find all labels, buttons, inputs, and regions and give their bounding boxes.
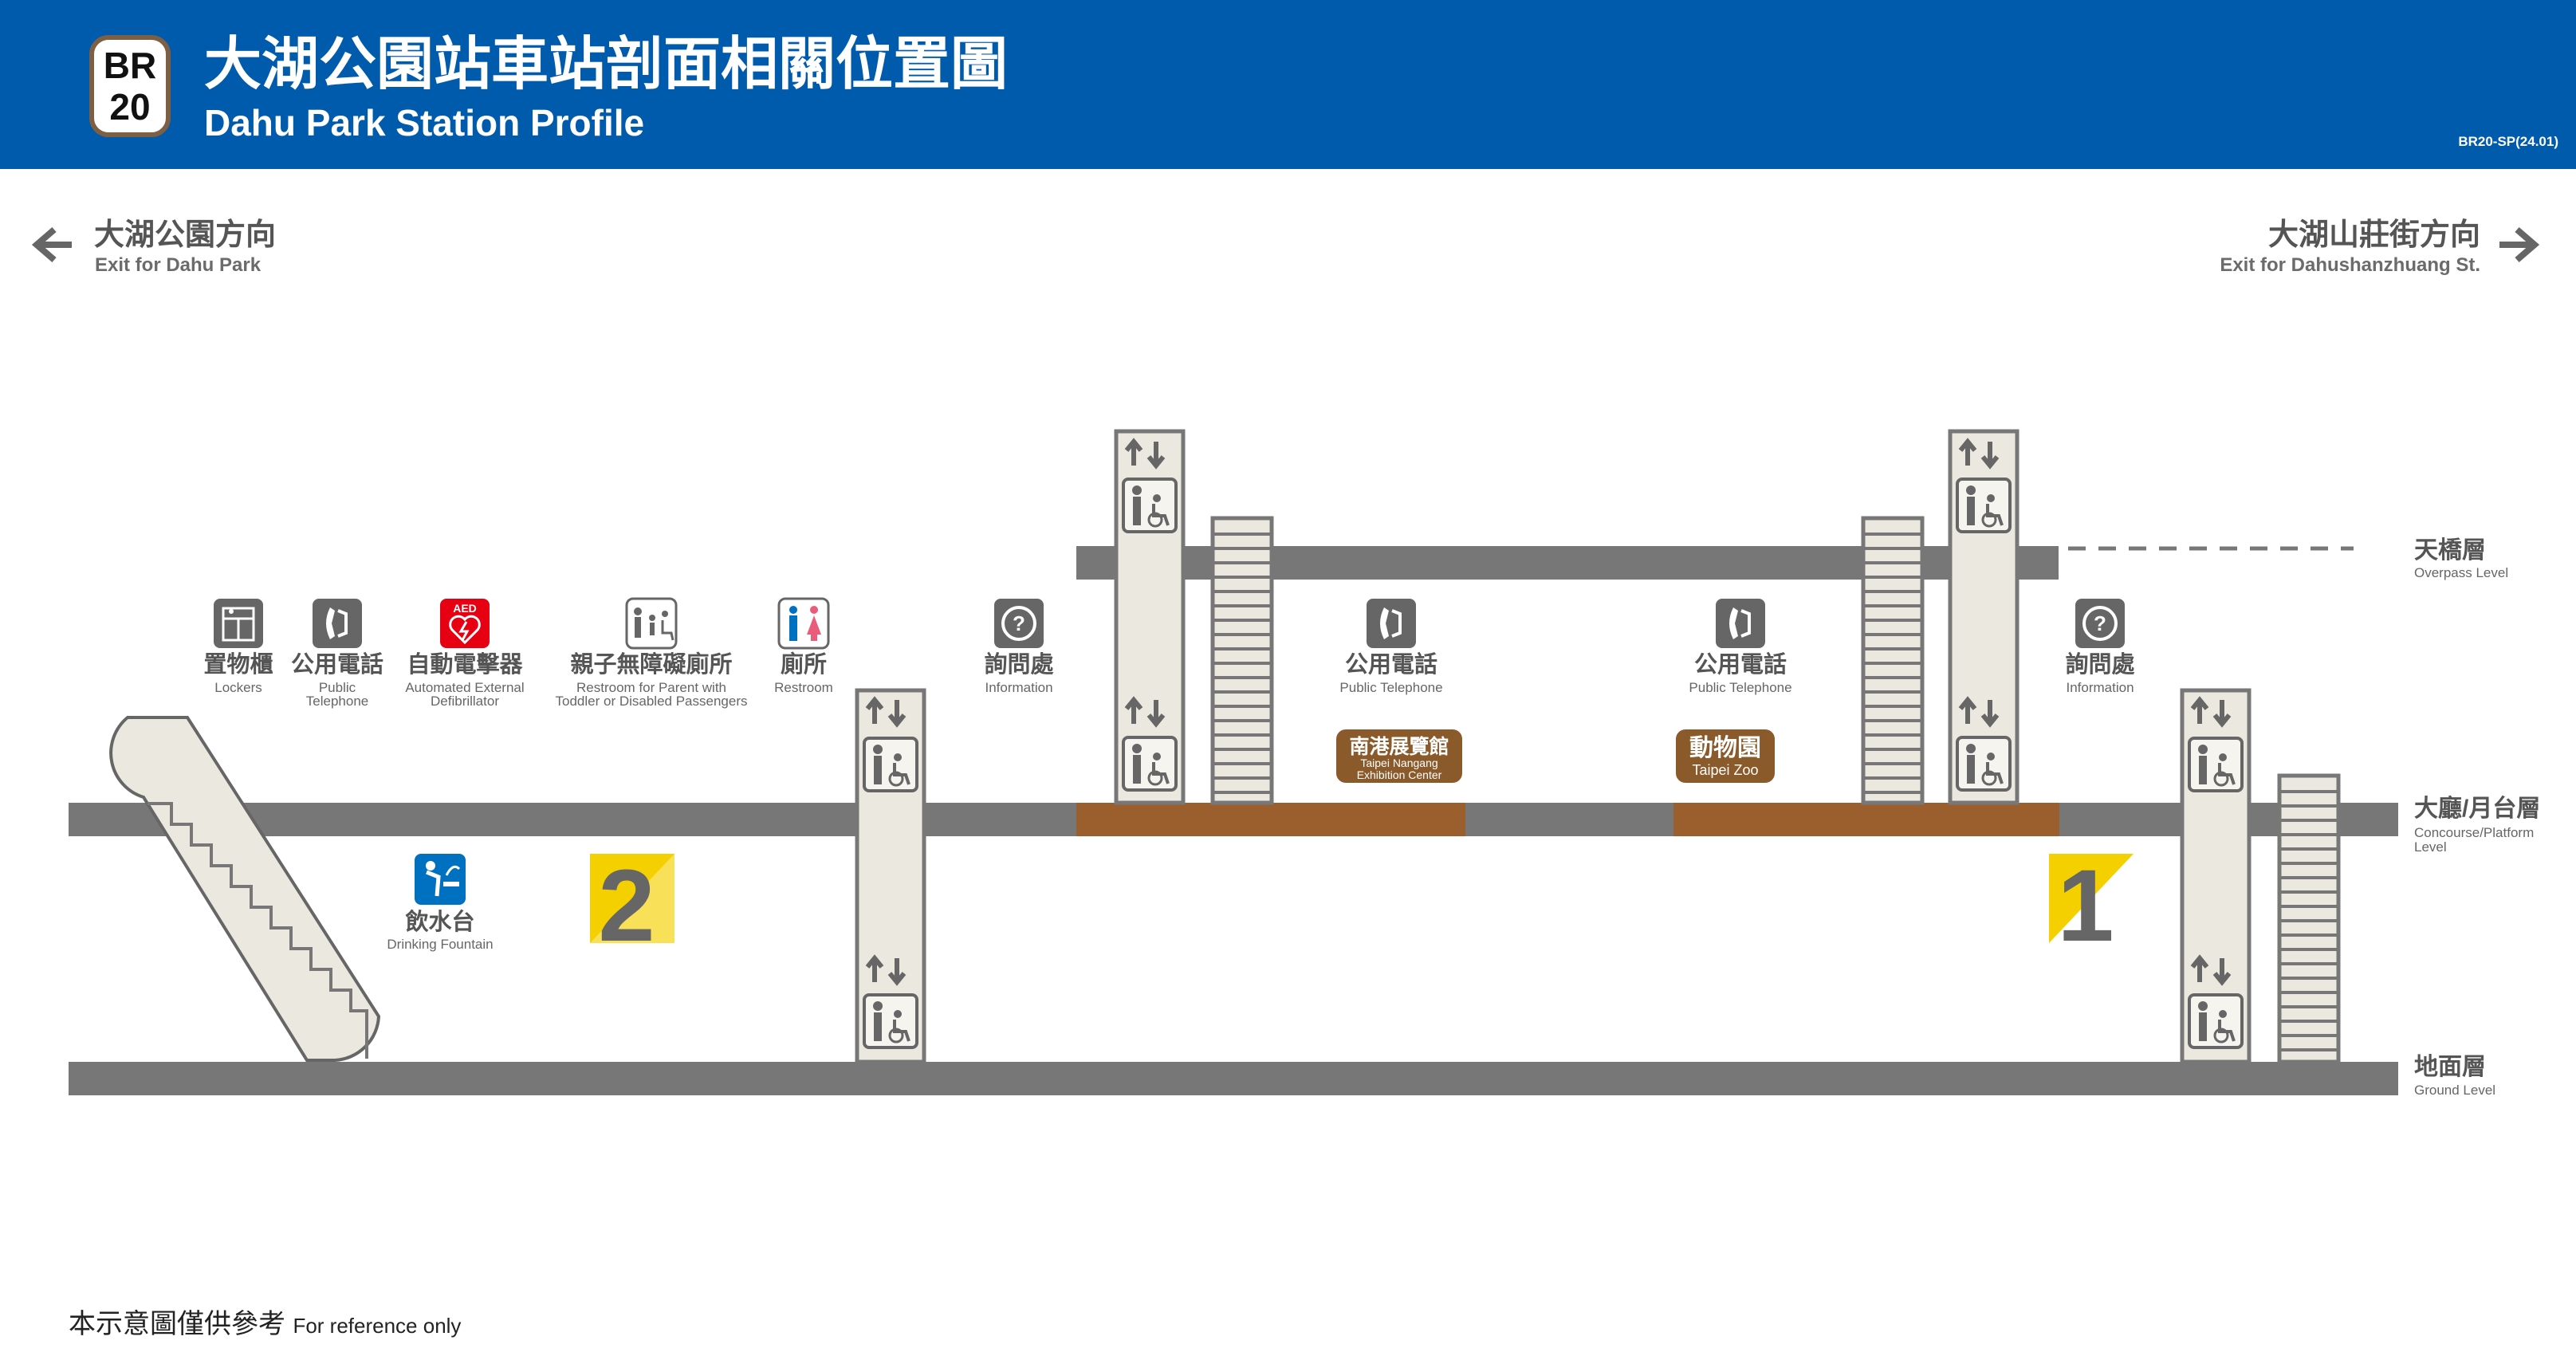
destination-badge-zoo: 動物園 Taipei Zoo: [1676, 729, 1775, 783]
elevator-shaft-c: [1948, 429, 2020, 805]
level-concourse-label: 大廳/月台層: [2414, 796, 2541, 822]
destination-zoo-zh: 動物園: [1689, 735, 1761, 761]
reference-note: 本示意圖僅供參考 For reference only: [69, 1302, 461, 1341]
level-overpass-label: 天橋層: [2414, 537, 2486, 564]
aed-icon-text: AED: [453, 602, 477, 615]
phone-platform-2-sublabel: Public Telephone: [1339, 680, 1443, 695]
elevator-shaft-b: [1114, 429, 1186, 805]
svg-text:?: ?: [2094, 611, 2106, 635]
escalator-left: [109, 716, 381, 1062]
level-overpass-sublabel: Overpass Level: [2414, 565, 2509, 580]
fountain-sublabel: Drinking Fountain: [387, 937, 494, 952]
station-code-badge: BR 20: [89, 35, 171, 137]
destination-nangang-zh: 南港展覽館: [1349, 735, 1449, 758]
telephone-icon: [313, 599, 362, 648]
svg-text:?: ?: [1013, 611, 1025, 635]
phone-platform-1-label: 公用電話: [1693, 652, 1787, 678]
platform-1-number: 1: [2057, 849, 2114, 963]
phone-platform-2-label: 公用電話: [1344, 652, 1438, 678]
stair-b: [1210, 516, 1274, 805]
lockers-sublabel: Lockers: [214, 680, 262, 695]
destination-zoo-en: Taipei Zoo: [1692, 762, 1758, 778]
direction-left-sublabel: Exit for Dahu Park: [95, 254, 262, 276]
ground-slab: [69, 1062, 2398, 1095]
platform-1-badge: 1: [2049, 849, 2134, 963]
restroom-label: 廁所: [780, 652, 828, 678]
elevator-shaft-a: [855, 688, 926, 1064]
information-icon-right: ?: [2075, 599, 2125, 648]
telephone-icon-platform-1: [1716, 599, 1765, 648]
aed-label: 自動電擊器: [407, 652, 523, 678]
page-title: 大湖公園站車站剖面相關位置圖: [204, 33, 1009, 96]
phone-left-sublabel-1: Public: [318, 680, 356, 695]
page-subtitle: Dahu Park Station Profile: [204, 102, 645, 143]
drinking-fountain-icon: [415, 854, 466, 905]
station-code-number: 20: [109, 86, 151, 128]
arrow-right-icon: [2499, 226, 2540, 263]
restroom-sublabel: Restroom: [774, 680, 833, 695]
family-restroom-sublabel-2: Toddler or Disabled Passengers: [555, 694, 748, 709]
elevator-shaft-d: [2180, 688, 2252, 1064]
header-bar: BR 20 大湖公園站車站剖面相關位置圖 Dahu Park Station P…: [0, 0, 2576, 169]
platform-2-badge: 2: [590, 849, 674, 963]
reference-note-zh: 本示意圖僅供參考: [69, 1309, 285, 1339]
direction-right-sublabel: Exit for Dahushanzhuang St.: [2220, 254, 2480, 276]
stair-e: [2277, 773, 2341, 1064]
direction-left-label: 大湖公園方向: [94, 218, 277, 252]
direction-right-label: 大湖山莊街方向: [2267, 218, 2480, 252]
fountain-label: 飲水台: [405, 910, 475, 935]
information-right-label: 詢問處: [2065, 652, 2135, 678]
stair-c: [1861, 516, 1925, 805]
station-code-line: BR: [103, 45, 157, 86]
level-ground-sublabel: Ground Level: [2414, 1083, 2496, 1098]
reference-note-en: For reference only: [293, 1314, 462, 1338]
destination-nangang-en-1: Taipei Nangang: [1360, 757, 1437, 769]
family-restroom-icon: [625, 597, 678, 650]
destination-nangang-en-2: Exhibition Center: [1357, 768, 1442, 781]
information-left-sublabel: Information: [985, 680, 1053, 695]
telephone-icon-platform-2: [1367, 599, 1416, 648]
level-concourse-sublabel-2: Level: [2414, 839, 2447, 855]
lockers-label: 置物櫃: [203, 652, 273, 678]
platform-1-deck: [1673, 803, 2059, 836]
aed-sublabel-1: Automated External: [405, 680, 525, 695]
phone-platform-1-sublabel: Public Telephone: [1689, 680, 1792, 695]
platform-2-deck: [1076, 803, 1465, 836]
platform-2-number: 2: [598, 849, 655, 963]
phone-left-label: 公用電話: [290, 652, 384, 678]
aed-sublabel-2: Defibrillator: [431, 694, 499, 709]
information-right-sublabel: Information: [2066, 680, 2134, 695]
locker-icon: [214, 599, 263, 648]
family-restroom-label: 親子無障礙廁所: [570, 652, 733, 678]
information-icon-left: ?: [994, 599, 1044, 648]
restroom-icon: [777, 597, 830, 650]
phone-left-sublabel-2: Telephone: [305, 694, 369, 709]
arrow-left-icon: [31, 226, 72, 263]
map-code: BR20-SP(24.01): [2458, 134, 2558, 149]
aed-icon: AED: [440, 599, 490, 648]
family-restroom-sublabel-1: Restroom for Parent with: [576, 680, 727, 695]
level-concourse-sublabel-1: Concourse/Platform: [2414, 825, 2535, 840]
information-left-label: 詢問處: [984, 652, 1054, 678]
destination-badge-nangang: 南港展覽館 Taipei Nangang Exhibition Center: [1336, 729, 1462, 783]
level-ground-label: 地面層: [2414, 1054, 2486, 1080]
